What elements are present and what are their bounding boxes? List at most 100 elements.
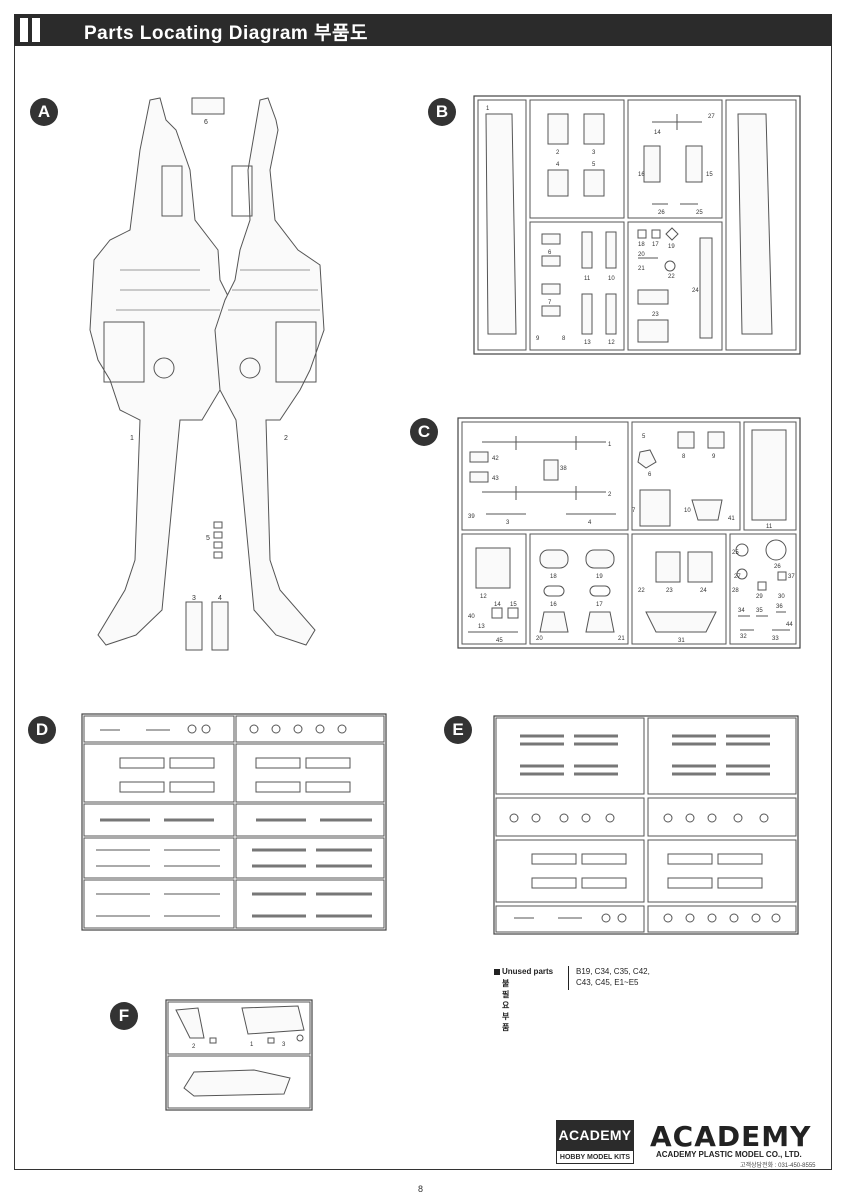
- part-label: 20: [536, 636, 543, 642]
- unused-parts-list: B19, C34, C35, C42, C43, C45, E1~E5: [576, 967, 650, 987]
- part-label: 17: [652, 242, 659, 248]
- part-label: 38: [560, 466, 567, 472]
- part-label: 45: [496, 638, 503, 644]
- part-label: 5: [592, 162, 596, 168]
- section-a-diagram: 6 1 2 5 3 4: [89, 97, 325, 651]
- part-label: 21: [638, 266, 645, 272]
- part-label: 16: [638, 172, 645, 178]
- customer-phone: 고객상담전화 : 031-450-8555: [740, 1163, 816, 1169]
- section-c-badge: C: [410, 418, 438, 446]
- part-label: 5: [642, 434, 646, 440]
- part-label: 1: [250, 1042, 254, 1048]
- part-label: 22: [668, 274, 675, 280]
- part-label: 3: [282, 1042, 286, 1048]
- part-label: 22: [638, 588, 645, 594]
- part-label: 6: [648, 472, 652, 478]
- part-label: 34: [738, 608, 745, 614]
- academy-wordmark: ACADEMY: [650, 1120, 812, 1153]
- part-label: 8: [682, 454, 686, 460]
- part-label: 9: [536, 336, 540, 342]
- part-label: 33: [772, 636, 779, 642]
- part-label: 11: [766, 524, 773, 530]
- part-label: 25: [696, 210, 703, 216]
- part-label: 23: [666, 588, 673, 594]
- part-label: 27: [734, 574, 741, 580]
- part-label: 4: [588, 520, 592, 526]
- part-label: 40: [468, 614, 475, 620]
- part-label: 10: [608, 276, 615, 282]
- part-label: 19: [596, 574, 603, 580]
- part-label: 1: [608, 442, 612, 448]
- part-label: 37: [788, 574, 795, 580]
- part-label: 3: [192, 595, 196, 602]
- part-label: 27: [708, 114, 715, 120]
- part-label: 42: [492, 456, 499, 462]
- part-label: 35: [756, 608, 763, 614]
- part-label: 15: [510, 602, 517, 608]
- square-bullet-icon: [494, 968, 500, 975]
- part-label: 18: [638, 242, 645, 248]
- logo-box-bottom: HOBBY MODEL KITS: [556, 1150, 634, 1164]
- part-label: 2: [608, 492, 612, 498]
- part-label: 10: [684, 508, 691, 514]
- part-label: 18: [550, 574, 557, 580]
- unused-parts-label: Unused parts: [502, 967, 554, 976]
- part-label: 2: [192, 1044, 196, 1050]
- section-d-diagram: [81, 713, 387, 931]
- part-label: 14: [654, 130, 661, 136]
- part-label: 3: [592, 150, 596, 156]
- part-label: 36: [776, 604, 783, 610]
- part-label: 31: [678, 638, 685, 644]
- part-label: 7: [548, 300, 552, 306]
- part-label: 16: [550, 602, 557, 608]
- part-label: 41: [728, 516, 735, 522]
- part-label: 13: [584, 340, 591, 346]
- part-label: 30: [778, 594, 785, 600]
- part-label: 24: [692, 288, 699, 294]
- section-e-badge: E: [444, 716, 472, 744]
- part-label: 11: [584, 276, 591, 282]
- part-label: 4: [218, 595, 222, 602]
- page-number: 8: [418, 1184, 424, 1194]
- part-label: 15: [706, 172, 713, 178]
- part-label: 9: [712, 454, 716, 460]
- logo-box-top: ACADEMY: [556, 1120, 634, 1150]
- part-label: 26: [658, 210, 665, 216]
- part-label: 12: [480, 594, 487, 600]
- part-label: 39: [468, 514, 475, 520]
- part-label: 7: [632, 508, 636, 514]
- part-label: 14: [494, 602, 501, 608]
- part-label: 23: [652, 312, 659, 318]
- divider: [568, 966, 569, 990]
- part-label: 19: [668, 244, 675, 250]
- section-b-diagram: 1 2 3 4 5 14 27 15 16 26 25 6 11 10 18 1…: [473, 95, 801, 355]
- part-label: 43: [492, 476, 499, 482]
- part-label: 2: [556, 150, 560, 156]
- part-label: 6: [548, 250, 552, 256]
- part-label: 29: [756, 594, 763, 600]
- part-label: 24: [700, 588, 707, 594]
- header-bar: [14, 14, 832, 46]
- part-label: 25: [732, 550, 739, 556]
- section-b-badge: B: [428, 98, 456, 126]
- part-label: 5: [206, 535, 210, 542]
- section-c-diagram: 1 2 42 43 38 39 3 4 5 6 8 9 7 10 41 11 1…: [457, 417, 801, 649]
- unused-parts-label-ko: 불필요 부품: [502, 979, 510, 1032]
- part-label: 8: [562, 336, 566, 342]
- part-label: 1: [486, 106, 490, 112]
- part-label: 28: [732, 588, 739, 594]
- part-label: 26: [774, 564, 781, 570]
- page-title: Parts Locating Diagram 부품도: [84, 23, 368, 44]
- part-label: 1: [130, 435, 134, 442]
- part-label: 21: [618, 636, 625, 642]
- academy-logo-box: ACADEMY HOBBY MODEL KITS: [556, 1120, 634, 1168]
- part-label: 32: [740, 634, 747, 640]
- section-a-badge: A: [30, 98, 58, 126]
- part-label: 44: [786, 622, 793, 628]
- section-e-diagram: [493, 715, 799, 935]
- part-label: 2: [284, 435, 288, 442]
- part-label: 6: [204, 119, 208, 126]
- section-d-badge: D: [28, 716, 56, 744]
- section-f-diagram: 2 1 3: [165, 999, 313, 1111]
- part-label: 3: [506, 520, 510, 526]
